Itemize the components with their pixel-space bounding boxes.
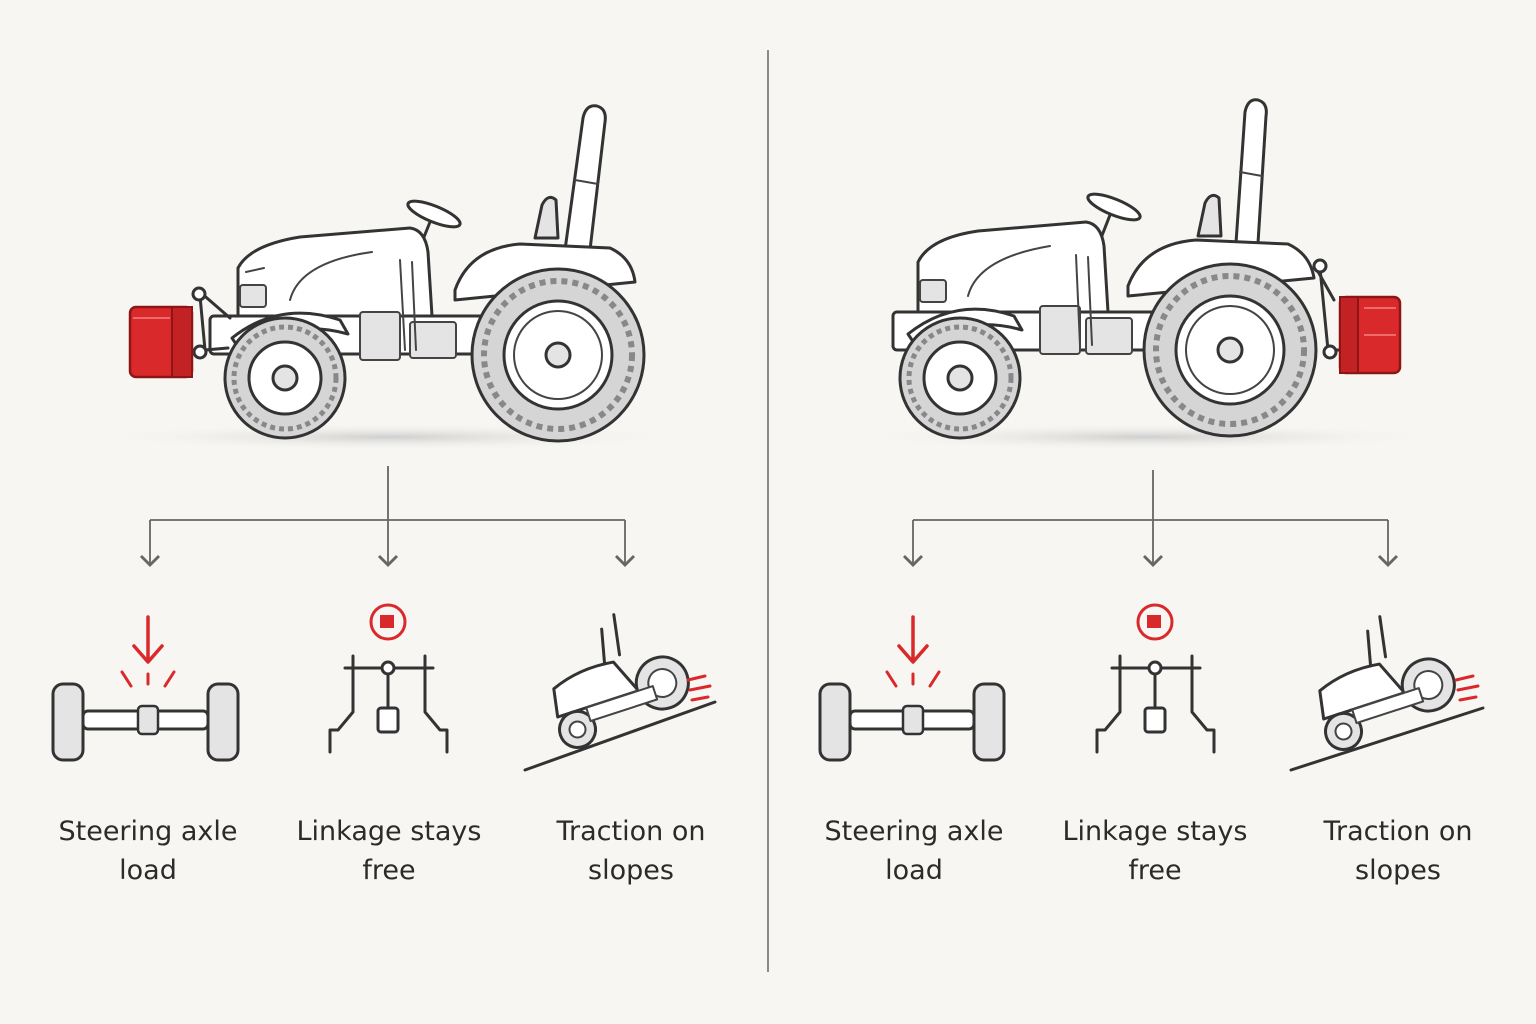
label-line: slopes <box>1355 855 1441 886</box>
slope-traction-icon <box>523 613 717 772</box>
label-line: Traction on <box>1323 816 1473 847</box>
rear-ballast-panel: Steering axle load Linkage stays free Tr… <box>768 0 1536 1024</box>
linkage-free-icon <box>328 603 449 754</box>
rear-wheel <box>470 267 646 443</box>
label-line: load <box>119 855 177 886</box>
label-line: free <box>1128 855 1182 886</box>
axle-load-icon <box>818 615 1006 762</box>
branch-connector <box>139 466 636 568</box>
label-line: Traction on <box>556 816 706 847</box>
front-wheel <box>223 316 347 440</box>
panel-divider <box>767 50 769 972</box>
tractor-illustration <box>191 104 646 443</box>
label-steering-axle-load: Steering axle load <box>799 812 1029 890</box>
label-line: Linkage stays <box>296 816 482 847</box>
label-line: Linkage stays <box>1062 816 1248 847</box>
axle-load-icon <box>51 615 240 762</box>
front-ballast-weight <box>128 305 194 379</box>
front-ballast-panel: Steering axle load Linkage stays free Tr… <box>33 104 746 890</box>
linkage-free-icon <box>1095 603 1216 754</box>
rear-wheel <box>1142 262 1318 438</box>
label-line: Steering axle <box>824 816 1004 847</box>
rear-ballast-diagram <box>818 98 1485 772</box>
label-line: load <box>885 855 943 886</box>
branch-connector <box>902 470 1399 568</box>
front-ballast-diagram <box>51 104 717 772</box>
label-linkage-stays-free: Linkage stays free <box>1040 812 1270 890</box>
label-traction-on-slopes: Traction on slopes <box>1283 812 1513 890</box>
front-wheel <box>898 316 1022 440</box>
rear-ballast-weight <box>1338 295 1402 375</box>
tractor-illustration <box>891 98 1344 440</box>
label-steering-axle-load: Steering axle load <box>33 812 263 890</box>
slope-traction-icon <box>1289 615 1485 772</box>
ground-shadow <box>846 423 1446 451</box>
label-linkage-stays-free: Linkage stays free <box>274 812 504 890</box>
label-traction-on-slopes: Traction on slopes <box>516 812 746 890</box>
label-line: free <box>362 855 416 886</box>
label-line: slopes <box>588 855 674 886</box>
label-line: Steering axle <box>58 816 238 847</box>
